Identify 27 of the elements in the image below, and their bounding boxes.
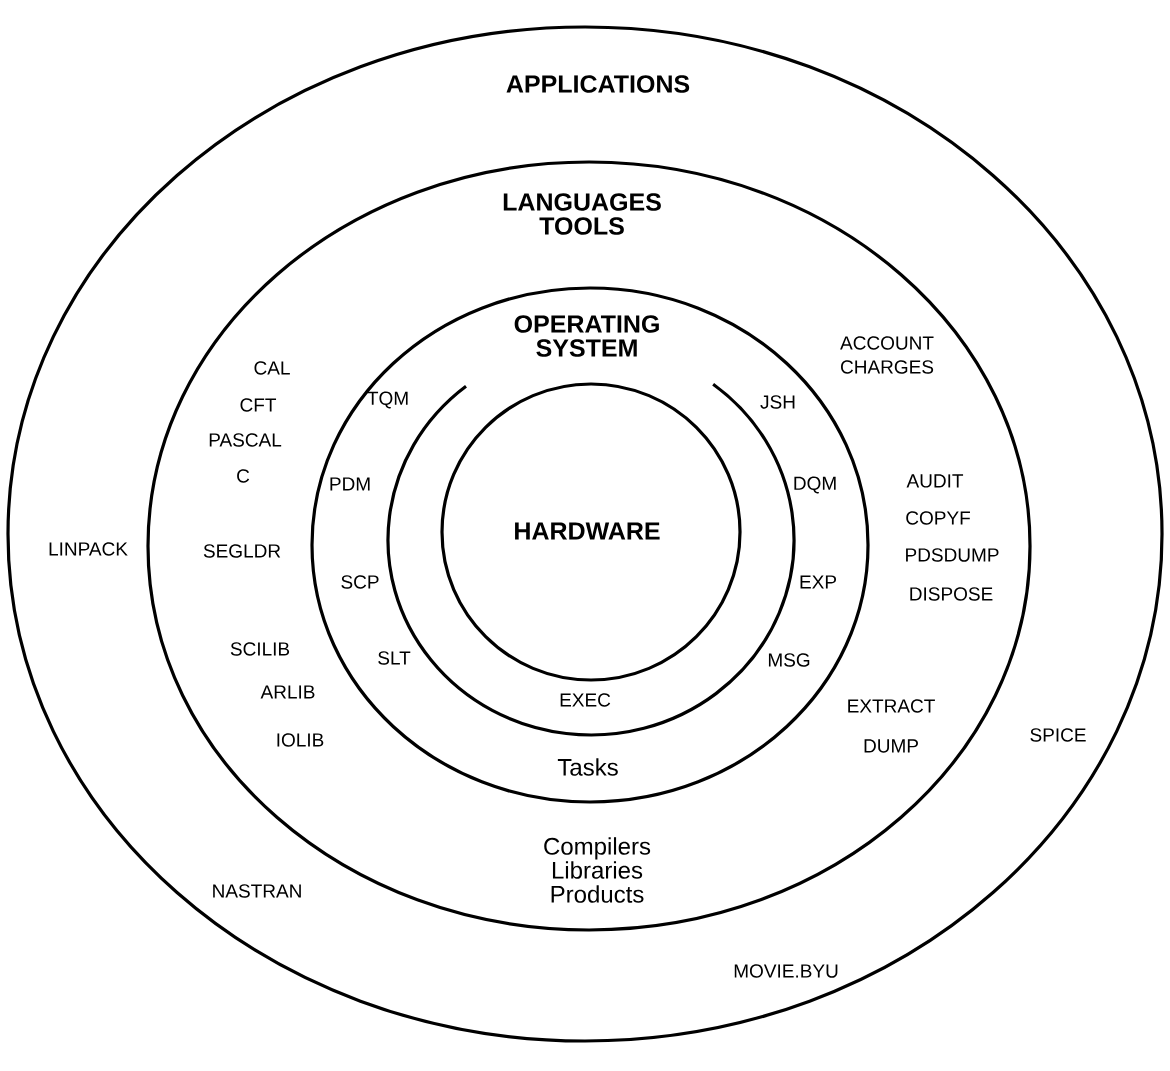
program-label: SCP [341,575,379,589]
program-label: LINPACK [49,542,128,556]
program-label: DQM [794,476,836,494]
program-label: IOLIB [277,733,324,747]
program-label: TQM [367,391,408,409]
program-label: AUDIT [906,474,964,488]
program-label: PASCAL [209,433,282,447]
program-label: ACCOUNT CHARGES [840,336,934,374]
program-label: ARLIB [260,685,315,699]
program-label: SCILIB [230,642,290,656]
program-label: SPICE [1030,728,1086,742]
program-label: JSH [760,395,795,409]
program-label: SLT [378,651,411,665]
program-label: COPYF [906,511,970,525]
program-label: PDSDUMP [906,548,999,562]
program-label: CFT [240,398,277,412]
program-label: SEGLDR [203,544,281,558]
program-label: CAL [254,361,290,375]
program-label: C [237,469,250,483]
program-label: EXTRACT [848,699,935,713]
program-label: NASTRAN [213,884,301,898]
program-label: DISPOSE [910,587,993,601]
program-label: DUMP [864,739,918,753]
program-label: MOVIE.BYU [734,964,838,978]
program-label: EXP [800,575,836,589]
program-label: MSG [768,653,810,667]
program-label: PDM [330,477,370,491]
